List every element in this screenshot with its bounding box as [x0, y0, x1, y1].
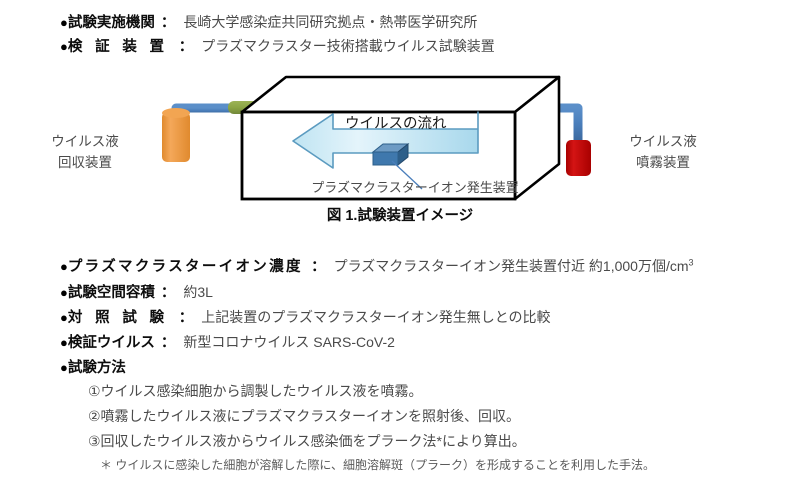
bullet-icon: ●: [60, 259, 68, 274]
spec-label: 試験空間容積: [67, 285, 155, 301]
spec-value-superscript: 3: [688, 257, 694, 268]
spray-cylinder: [566, 140, 591, 176]
spec-value: 新型コロナウイルス SARS-CoV-2: [183, 334, 395, 350]
recovery-cylinder: [162, 112, 190, 162]
recovery-device-label: ウイルス液 回収装置: [30, 132, 140, 174]
spec-value: 上記装置のプラズマクラスターイオン発生無しとの比較: [201, 309, 551, 325]
spec-row-test-virus: ● 検証ウイルス ： 新型コロナウイルス SARS-CoV-2: [60, 331, 395, 352]
spec-row-test-institution: ● 試験実施機関 ： 長崎大学感染症共同研究拠点・熱帯医学研究所: [60, 11, 477, 32]
spec-label: 検 証 装 置: [67, 39, 169, 55]
ion-generator-label: プラズマクラスターイオン発生装置: [311, 180, 519, 195]
virus-flow-label: ウイルスの流れ: [345, 116, 447, 132]
test-apparatus-figure: ウイルスの流れ ウイルス液 回収装置 ウイルス液 噴霧装置 プラズマクラスターイ…: [0, 56, 800, 231]
bullet-icon: ●: [60, 15, 68, 30]
bullet-icon: ●: [60, 335, 68, 350]
ion-device-leader-line: [391, 160, 423, 190]
ion-device-front: [372, 151, 399, 166]
virus-flow-arrow: [292, 111, 479, 169]
spec-row-test-method: ● 試験方法: [60, 356, 126, 377]
test-chamber-box: [240, 75, 561, 201]
spec-value: プラズマクラスター技術搭載ウイルス試験装置: [201, 38, 495, 54]
spec-value-text: プラズマクラスターイオン発生装置付近 約1,000万個/cm: [333, 258, 689, 274]
spray-device-label-line2: 噴霧装置: [636, 154, 690, 170]
spec-label: プラズマクラスターイオン濃度: [67, 259, 303, 275]
spec-colon: ：: [160, 15, 176, 31]
footnote-plaque-method: ＊ ウイルスに感染した細胞が溶解した際に、細胞溶解斑（プラーク）を形成することを…: [100, 458, 655, 472]
spec-colon: ：: [160, 335, 176, 351]
spec-value: プラズマクラスターイオン発生装置付近 約1,000万個/cm3: [334, 256, 694, 276]
ion-generator-device: [371, 142, 423, 190]
method-step-2: ②噴霧したウイルス液にプラズマクラスターイオンを照射後、回収。: [88, 408, 520, 424]
spec-row-chamber-volume: ● 試験空間容積 ： 約3L: [60, 281, 213, 302]
recovery-device-label-line1: ウイルス液: [51, 134, 119, 149]
chamber-top-face: [240, 75, 561, 114]
spec-row-ion-concentration: ● プラズマクラスターイオン濃度 ： プラズマクラスターイオン発生装置付近 約1…: [60, 255, 694, 276]
spec-colon: ：: [178, 310, 194, 326]
spec-row-verification-device: ● 検 証 装 置 ： プラズマクラスター技術搭載ウイルス試験装置: [60, 35, 495, 56]
spec-colon: ：: [311, 259, 326, 275]
bullet-icon: ●: [60, 285, 68, 300]
spec-label: 試験方法: [67, 360, 126, 376]
method-step-1: ①ウイルス感染細胞から調製したウイルス液を噴霧。: [88, 383, 423, 399]
spray-device-label: ウイルス液 噴霧装置: [608, 132, 718, 174]
figure-caption: 図 1.試験装置イメージ: [326, 208, 474, 224]
spec-value: 約3L: [183, 284, 213, 300]
method-step-3: ③回収したウイルス液からウイルス感染価をプラーク法*により算出。: [88, 433, 526, 449]
spec-colon: ：: [160, 285, 176, 301]
spec-label: 検証ウイルス: [67, 335, 155, 351]
apparatus-svg: [162, 75, 591, 201]
bullet-icon: ●: [60, 39, 68, 54]
spec-label: 対 照 試 験: [67, 310, 169, 326]
spray-device-label-line1: ウイルス液: [629, 134, 697, 149]
spec-label: 試験実施機関: [67, 15, 155, 31]
recovery-device-label-line2: 回収装置: [58, 154, 112, 170]
recovery-cylinder-top: [162, 108, 190, 118]
bullet-icon: ●: [60, 360, 68, 375]
bullet-icon: ●: [60, 310, 68, 325]
spec-colon: ：: [178, 39, 194, 55]
spec-value: 長崎大学感染症共同研究拠点・熱帯医学研究所: [183, 14, 478, 30]
spec-row-control-test: ● 対 照 試 験 ： 上記装置のプラズマクラスターイオン発生無しとの比較: [60, 306, 551, 327]
